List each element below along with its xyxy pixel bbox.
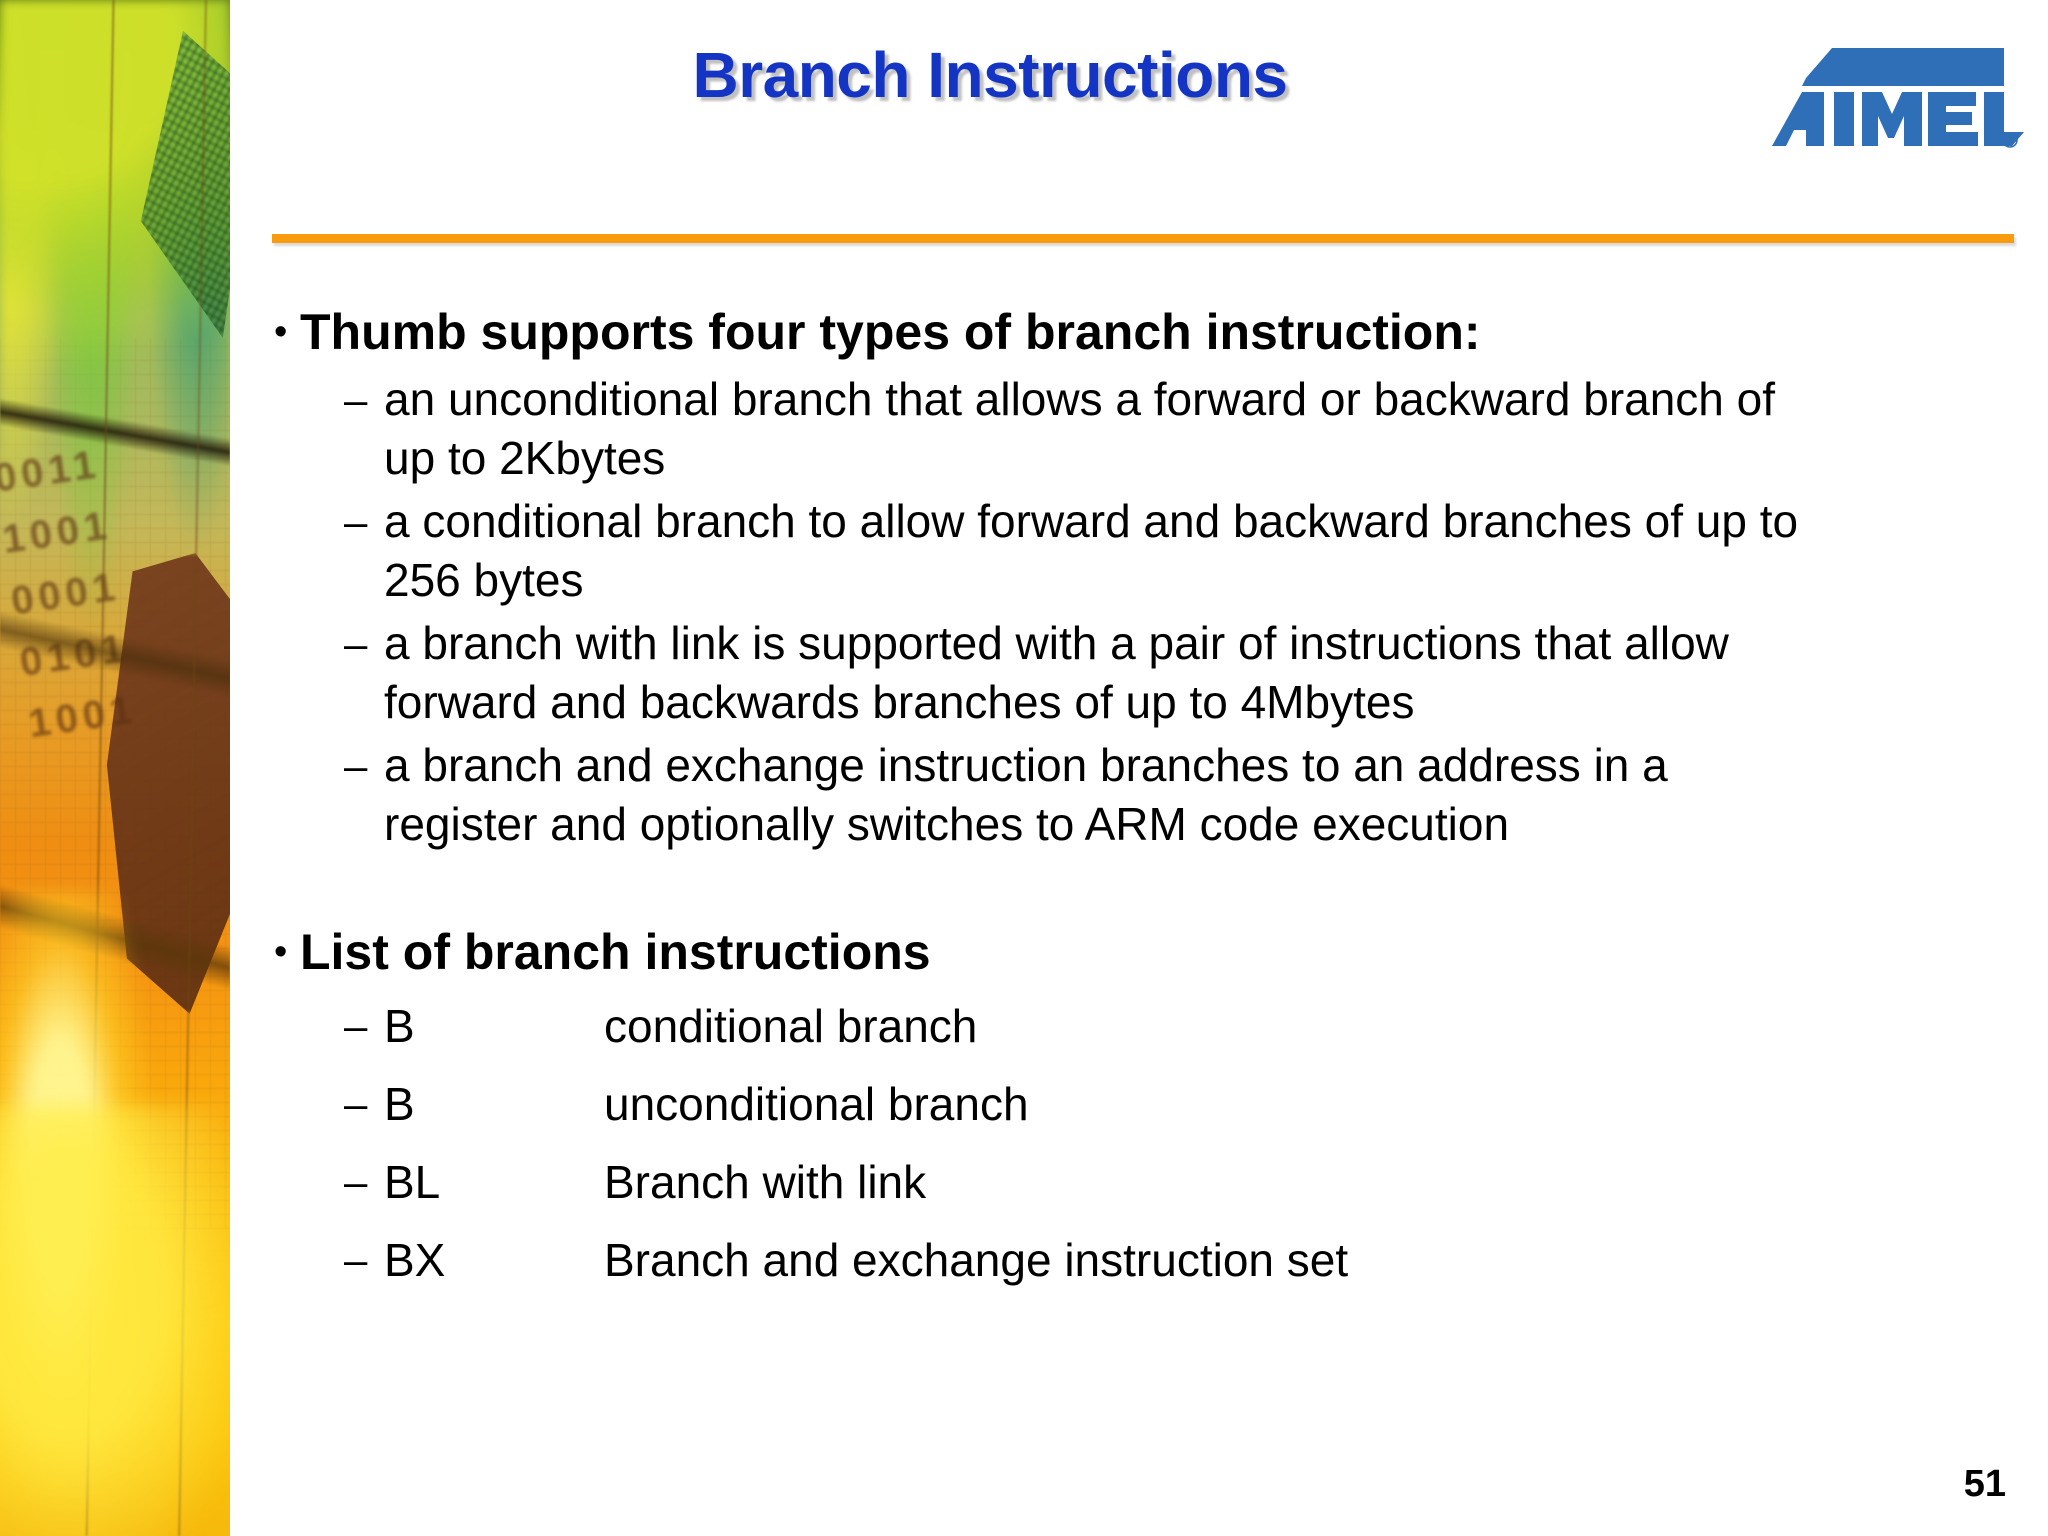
bullet-item: • List of branch instructions <box>232 920 2022 984</box>
sub-bullet-marker: – <box>344 620 368 667</box>
instruction-mnemonic: B <box>384 1078 415 1130</box>
strip-glow-secondary <box>0 1105 230 1536</box>
sub-bullet-item: – a branch and exchange instruction bran… <box>232 736 2022 854</box>
sub-bullet-marker: – <box>344 1236 368 1283</box>
page-title: Branch Instructions <box>692 39 1288 111</box>
instruction-row: – B conditional branch <box>232 990 2022 1062</box>
instruction-description: Branch and exchange instruction set <box>604 1234 1349 1286</box>
instruction-description: unconditional branch <box>604 1078 1029 1130</box>
bullet-item: • Thumb supports four types of branch in… <box>232 300 2022 364</box>
content-spacer <box>232 858 2022 920</box>
sub-bullet-text: an unconditional branch that allows a fo… <box>384 373 1776 484</box>
instruction-row: – B unconditional branch <box>232 1068 2022 1140</box>
bullet-marker: • <box>274 311 288 353</box>
sub-bullet-text: a branch and exchange instruction branch… <box>384 739 1668 850</box>
instruction-row: – BL Branch with link <box>232 1146 2022 1218</box>
sub-bullet-marker: – <box>344 1080 368 1127</box>
page-number: 51 <box>1963 1463 2006 1505</box>
sub-bullet-marker: – <box>344 376 368 423</box>
sub-bullet-marker: – <box>344 1158 368 1205</box>
bullet-text: List of branch instructions <box>300 924 931 980</box>
instruction-row: – BX Branch and exchange instruction set <box>232 1224 2022 1296</box>
instruction-description: conditional branch <box>604 1000 978 1052</box>
bullet-text: Thumb supports four types of branch inst… <box>300 304 1481 360</box>
sub-bullet-marker: – <box>344 1002 368 1049</box>
svg-text:R: R <box>2007 136 2014 146</box>
instruction-mnemonic: B <box>384 1000 415 1052</box>
bullet-marker: • <box>274 931 288 973</box>
sub-bullet-item: – a branch with link is supported with a… <box>232 614 2022 732</box>
sub-bullet-marker: – <box>344 742 368 789</box>
decorative-side-image: 0011 1001 0001 0101 1001 <box>0 0 230 1536</box>
sub-bullet-item: – an unconditional branch that allows a … <box>232 370 2022 488</box>
sub-bullet-text: a conditional branch to allow forward an… <box>384 495 1799 606</box>
title-divider <box>272 234 2014 243</box>
sub-bullet-marker: – <box>344 498 368 545</box>
registered-trademark-icon: R <box>2002 132 2018 148</box>
instruction-mnemonic: BX <box>384 1234 446 1286</box>
slide-body: • Thumb supports four types of branch in… <box>232 300 2022 1302</box>
instruction-mnemonic: BL <box>384 1156 441 1208</box>
sub-bullet-item: – a conditional branch to allow forward … <box>232 492 2022 610</box>
instruction-description: Branch with link <box>604 1156 927 1208</box>
atmel-logo: R <box>1772 42 2024 150</box>
sub-bullet-text: a branch with link is supported with a p… <box>384 617 1729 728</box>
